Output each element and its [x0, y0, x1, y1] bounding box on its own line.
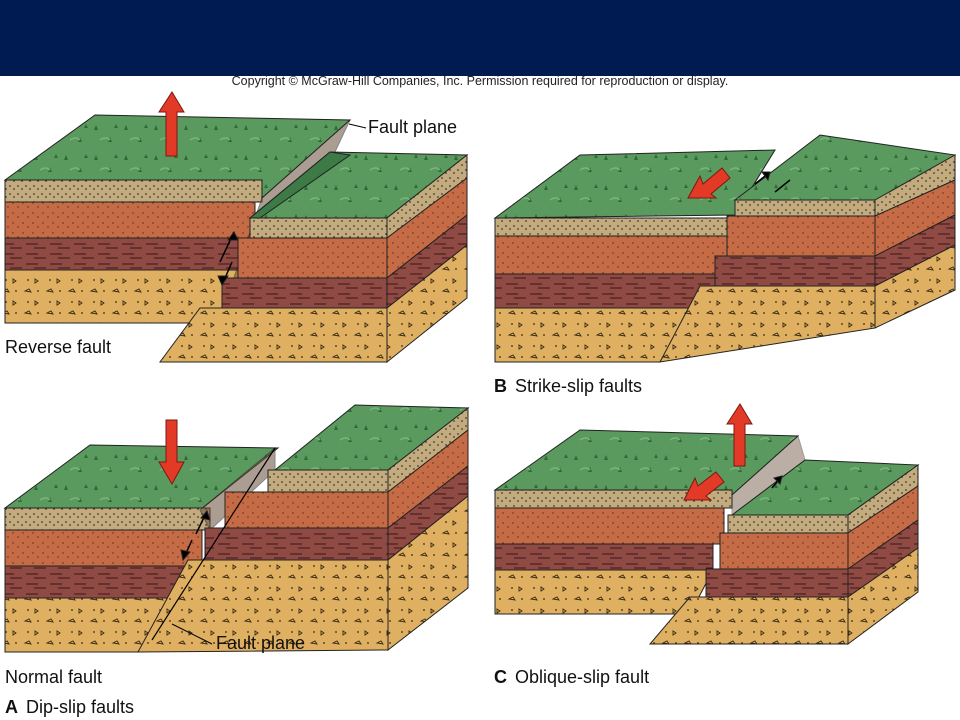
- subsidence-arrow: [158, 419, 185, 486]
- uplift-arrow: [158, 91, 185, 157]
- strike-slip-arrow: [687, 167, 731, 199]
- reverse-fault-diagram: [3, 91, 469, 364]
- dip-slip-text: Dip-slip faults: [26, 697, 135, 717]
- reverse-left-sand: [4, 179, 263, 203]
- normal-fault-label: Normal fault: [5, 667, 103, 687]
- strike-slip-caption: B Strike-slip faults: [494, 376, 642, 397]
- oblique-slip-letter: C: [494, 667, 507, 687]
- reverse-fault-label: Reverse fault: [5, 337, 112, 357]
- fault-plane-label-top: Fault plane: [368, 117, 458, 137]
- fault-plane-label-bottom: Fault plane: [216, 633, 306, 653]
- oblique-slip-diagram: [493, 403, 920, 645]
- oblique-slip-text: Oblique-slip fault: [515, 667, 650, 687]
- strike-slip-text: Strike-slip faults: [515, 376, 643, 396]
- oblique-slip-caption: C Oblique-slip fault: [494, 667, 649, 688]
- dip-slip-letter: A: [5, 697, 18, 717]
- copyright-notice: Copyright © McGraw-Hill Companies, Inc. …: [231, 74, 729, 88]
- oblique-side-arrow: [683, 471, 725, 501]
- title-bar: [0, 0, 960, 76]
- normal-fault-diagram: [3, 404, 470, 653]
- dip-slip-caption: A Dip-slip faults: [5, 697, 134, 718]
- strike-slip-diagram: [493, 134, 957, 363]
- oblique-up-arrow: [726, 403, 753, 467]
- strike-slip-letter: B: [494, 376, 507, 396]
